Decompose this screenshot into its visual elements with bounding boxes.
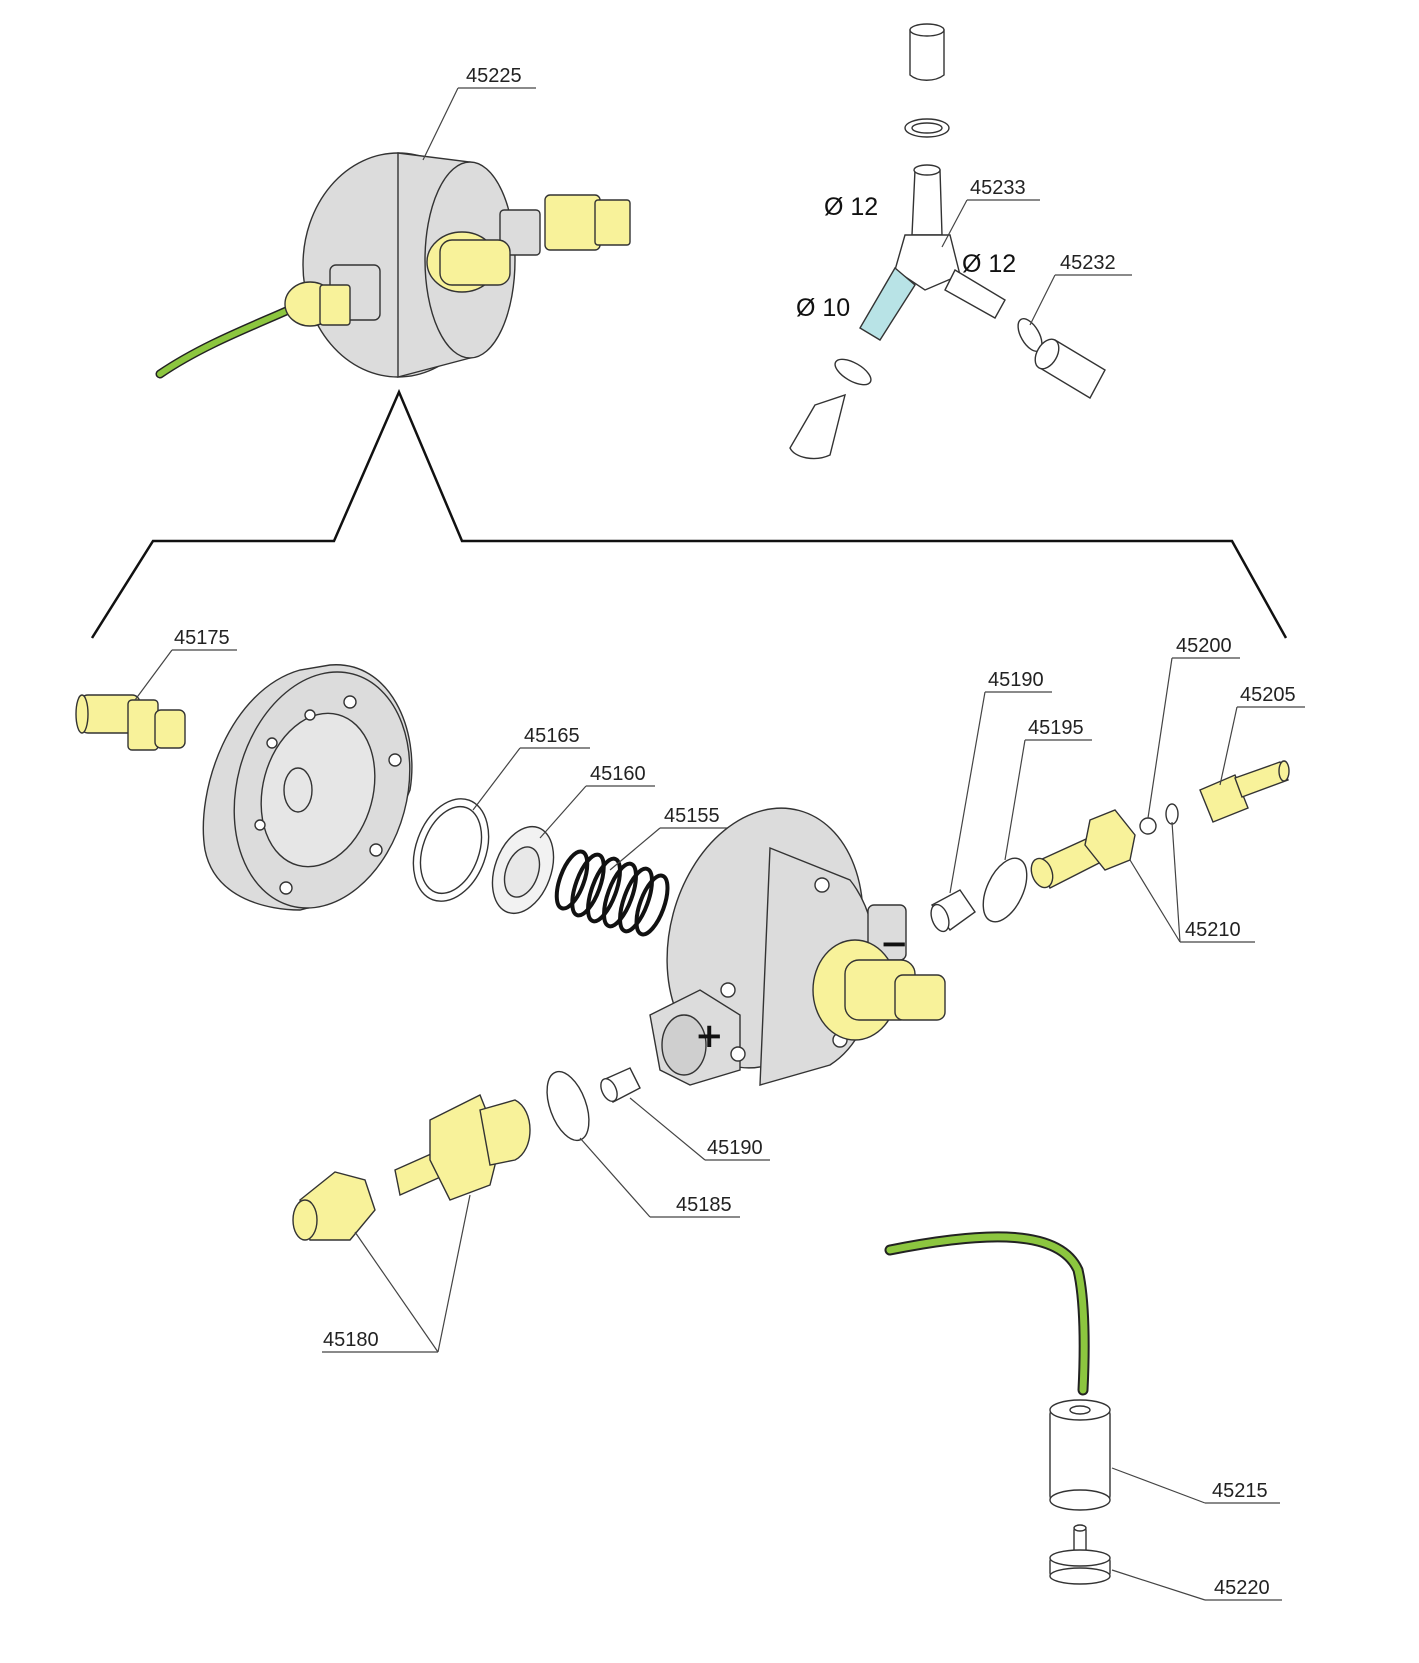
part-45180-nozzle (394, 1094, 531, 1201)
callout-45190-lower: 45190 (629, 1097, 770, 1161)
callout-45220: 45220 (1111, 1569, 1282, 1601)
callout-45185-label: 45185 (676, 1194, 732, 1216)
part-45210-fitting-upper (1030, 809, 1136, 889)
part-45185-oring (546, 1070, 590, 1142)
callout-45175-label: 45175 (174, 627, 230, 649)
callout-45180-label: 45180 (323, 1329, 379, 1351)
callout-45232: 45232 (1029, 252, 1132, 326)
explode-bracket (90, 388, 1288, 639)
part-45195-oring (982, 857, 1028, 923)
part-45160-diaphragm (491, 825, 555, 915)
callout-45232-label: 45232 (1060, 252, 1116, 274)
part-45210-oring (1165, 803, 1179, 825)
callout-45210: 45210 (1129, 821, 1255, 943)
part-45205-fitting (1199, 760, 1290, 823)
callout-45205: 45205 (1219, 684, 1305, 786)
callout-45185: 45185 (579, 1137, 740, 1218)
diameter-12-top: Ø 12 (824, 193, 878, 221)
main-valve-body (649, 807, 946, 1086)
polarity-minus: − (880, 924, 909, 964)
callout-45160-label: 45160 (590, 763, 646, 785)
part-45215-sleeve (1049, 1399, 1111, 1511)
callout-45200: 45200 (1147, 635, 1240, 819)
part-45165-gasket (412, 798, 490, 902)
callout-45165-label: 45165 (524, 725, 580, 747)
polarity-plus: + (695, 1016, 724, 1056)
assembled-valve (155, 152, 631, 379)
y-fitting-assembly (789, 23, 1106, 460)
part-45190-sleeve-lower (600, 1067, 641, 1103)
callout-45200-label: 45200 (1176, 635, 1232, 657)
callout-45160: 45160 (539, 763, 655, 839)
callout-45155-label: 45155 (664, 805, 720, 827)
diameter-12-right: Ø 12 (962, 250, 1016, 278)
part-45180-cap (292, 1171, 376, 1241)
callout-45233-label: 45233 (970, 177, 1026, 199)
ground-wire (884, 1231, 1090, 1396)
callout-45180: 45180 (322, 1194, 471, 1353)
callout-45225-label: 45225 (466, 65, 522, 87)
callout-45215-label: 45215 (1212, 1480, 1268, 1502)
part-45220-cap (1049, 1524, 1111, 1585)
part-45155-spring (554, 849, 670, 937)
part-45200-ball (1139, 817, 1157, 835)
callout-45190-lower-label: 45190 (707, 1137, 763, 1159)
callout-45210-label: 45210 (1185, 919, 1241, 941)
part-45190-sleeve-upper (930, 889, 976, 933)
callout-45205-label: 45205 (1240, 684, 1296, 706)
callout-45220-label: 45220 (1214, 1577, 1270, 1599)
diameter-10: Ø 10 (796, 294, 850, 322)
callout-45215: 45215 (1111, 1467, 1280, 1504)
callout-45190-upper-label: 45190 (988, 669, 1044, 691)
callout-45155: 45155 (609, 805, 730, 871)
callout-45175: 45175 (134, 627, 237, 701)
callout-45190-upper: 45190 (949, 669, 1052, 894)
callout-45195: 45195 (1004, 717, 1092, 861)
rear-cover-plate (202, 664, 413, 911)
callout-45165: 45165 (472, 725, 590, 811)
callout-45233: 45233 (941, 177, 1040, 248)
part-45175-fitting (75, 694, 186, 751)
callout-45225: 45225 (422, 65, 536, 161)
callout-45195-label: 45195 (1028, 717, 1084, 739)
